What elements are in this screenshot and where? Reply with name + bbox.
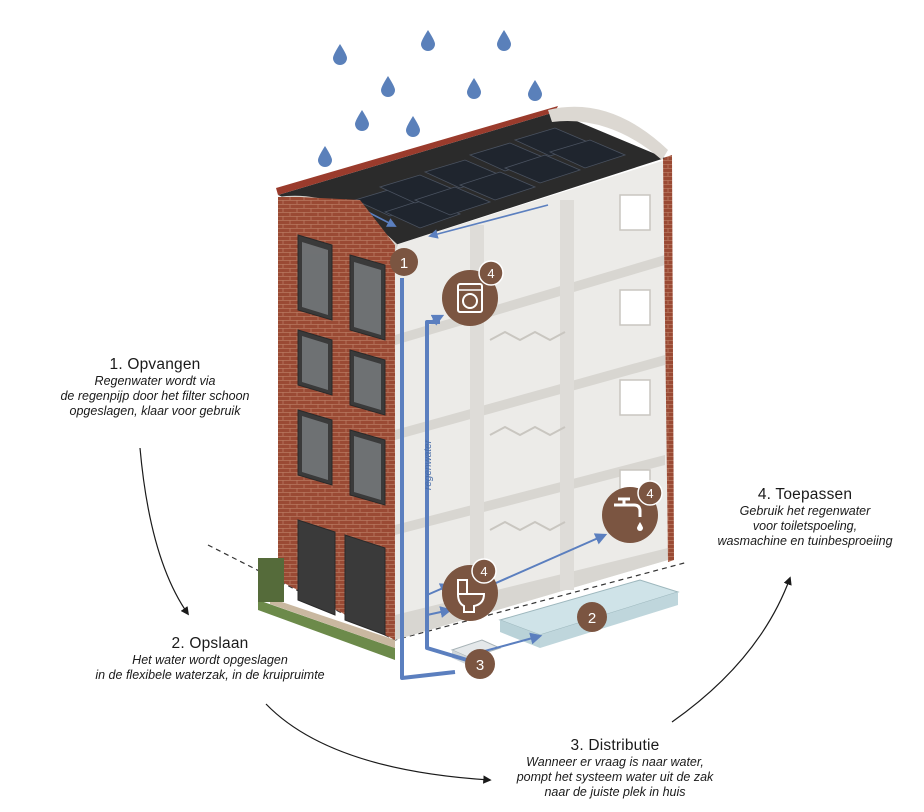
- pipe-label: regenwater: [423, 439, 434, 490]
- step-4-caption: 4. Toepassen Gebruik het regenwater voor…: [690, 486, 920, 549]
- badge-number: 4: [487, 266, 494, 281]
- badge-number: 2: [588, 610, 596, 627]
- step-2-line: in de flexibele waterzak, in de kruiprui…: [95, 668, 325, 682]
- step-2-caption: 2. Opslaan Het water wordt opgeslagen in…: [50, 635, 370, 683]
- solar-panel-icon: [548, 139, 627, 169]
- rain-drop-icon: [355, 110, 369, 131]
- step-1-line: Regenwater wordt via: [94, 374, 216, 388]
- solar-panel-icon: [458, 171, 537, 201]
- badge-number: 1: [400, 255, 408, 272]
- step-4-line: Gebruik het regenwater: [739, 504, 871, 518]
- toilet-icon: 4: [442, 558, 498, 621]
- rain-drop-icon: [318, 146, 332, 167]
- rain-drop-icon: [421, 30, 435, 51]
- step-1-caption: 1. Opvangen Regenwater wordt via de rege…: [20, 356, 290, 419]
- washing-machine-icon: 4: [442, 260, 504, 326]
- solar-panel-icon: [503, 154, 582, 184]
- step-3-caption: 3. Distributie Wanneer er vraag is naar …: [470, 737, 760, 800]
- step-3-title: 3. Distributie: [570, 737, 660, 754]
- step-3-line: Wanneer er vraag is naar water,: [526, 755, 704, 769]
- badge-3: 3: [465, 649, 495, 679]
- solar-panels: [353, 127, 627, 229]
- rain-drop-icon: [467, 78, 481, 99]
- badge-number: 4: [646, 486, 653, 501]
- solar-panel-icon: [413, 186, 492, 216]
- step-2-title: 2. Opslaan: [171, 635, 249, 652]
- step-2-line: Het water wordt opgeslagen: [132, 653, 288, 667]
- badge-2: 2: [577, 602, 607, 632]
- step-4-title: 4. Toepassen: [757, 486, 853, 503]
- step-3-line: naar de juiste plek in huis: [544, 785, 686, 799]
- step-1-title: 1. Opvangen: [109, 356, 201, 373]
- rain-drop-icon: [333, 44, 347, 65]
- step-4-line: voor toiletspoeling,: [752, 519, 858, 533]
- rain-drop-icon: [497, 30, 511, 51]
- hedge: [258, 558, 284, 602]
- rain-drop-icon: [528, 80, 542, 101]
- tap-icon: 4: [602, 480, 663, 543]
- rain-drop-icon: [406, 116, 420, 137]
- path-tiles: [270, 598, 395, 648]
- step-1-line: de regenpijp door het filter schoon: [60, 389, 250, 403]
- cycle-arrows: [139, 447, 792, 784]
- brick-facade: [278, 197, 395, 640]
- step-3-line: pompt het systeem water uit de zak: [516, 770, 714, 784]
- rain-drops: [318, 30, 542, 167]
- step-1-line: opgeslagen, klaar voor gebruik: [69, 404, 241, 418]
- badge-number: 3: [476, 657, 484, 674]
- badge-1: 1: [390, 248, 418, 276]
- badge-number: 4: [480, 564, 487, 579]
- garden: [258, 600, 395, 660]
- step-4-line: wasmachine en tuinbesproeiing: [717, 534, 893, 548]
- rain-drop-icon: [381, 76, 395, 97]
